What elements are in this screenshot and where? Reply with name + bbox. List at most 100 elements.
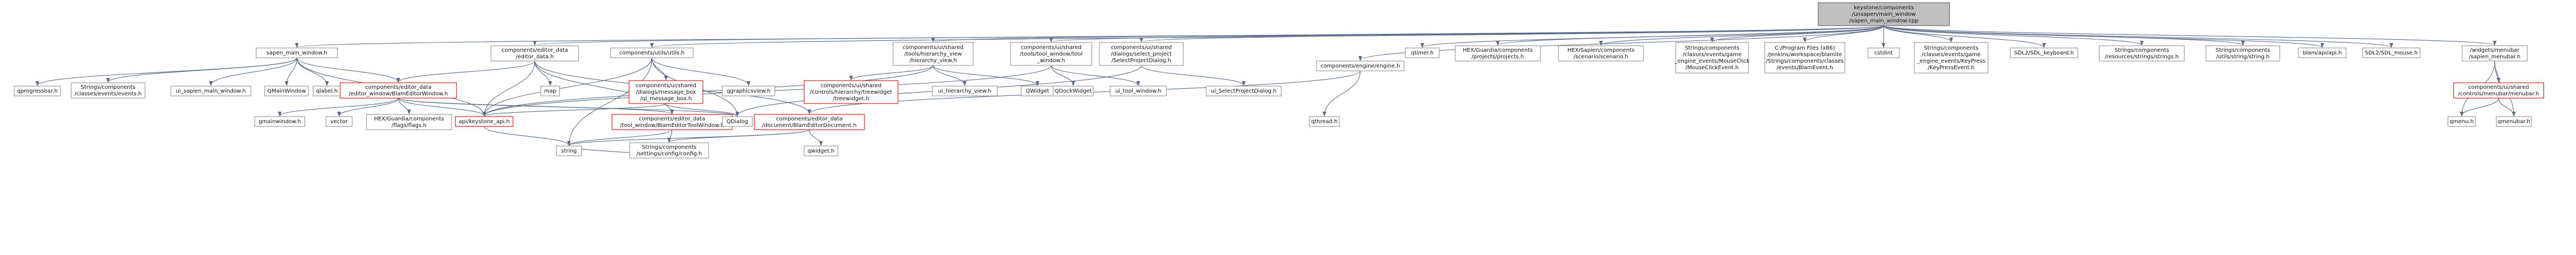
edge-utils_h-to-keystone_api xyxy=(482,57,652,117)
node-qmenu[interactable]: qmenu.h xyxy=(2447,116,2476,127)
edge-root-to-sdl_mouse xyxy=(1883,25,2393,48)
node-label-line: vector xyxy=(330,119,348,125)
node-qlabel[interactable]: qlabel.h xyxy=(312,86,341,96)
node-box xyxy=(931,86,998,96)
node-qmainwindow[interactable]: QMainWindow xyxy=(264,86,309,96)
edge-blam_editor_win-to-vector xyxy=(337,98,399,117)
node-qwidget[interactable]: QWidget xyxy=(1021,86,1054,96)
node-blam-api[interactable]: blam/api/api.h xyxy=(2298,47,2346,58)
node-label-line: qgraphicsview.h xyxy=(727,88,771,94)
node-ui-tool-win[interactable]: ui_tool_window.h xyxy=(1109,86,1167,96)
node-msg-box[interactable]: components/ui/shared/dialogs/message_box… xyxy=(628,80,703,104)
node-qdockwidget[interactable]: QDockWidget xyxy=(1053,86,1094,96)
edge-blam_editor_win-to-gmainwindow xyxy=(277,98,399,117)
node-mouse-click[interactable]: Strings/components/classes/events/game_e… xyxy=(1674,42,1750,74)
node-sdl-keyboard[interactable]: SDL2/SDL_keyboard.h xyxy=(2010,47,2078,58)
node-blam-tool-win[interactable]: components/editor_data/tool_window/BlamE… xyxy=(611,114,733,130)
node-ui-sel-proj[interactable]: ui_SelectProjectDialog.h xyxy=(1206,86,1282,96)
node-config-h[interactable]: Strings/components/settings/config/confi… xyxy=(629,142,709,159)
node-label-line: /dialogs/select_project xyxy=(1111,51,1172,57)
node-hier-view[interactable]: components/ui/shared/tools/hierarchy_vie… xyxy=(892,42,974,66)
node-label-line: qthread.h xyxy=(1311,119,1338,125)
edge-engine_h-to-qthread xyxy=(1322,70,1361,117)
node-box xyxy=(2453,82,2544,99)
node-label-line: ui_hierarchy_view.h xyxy=(938,88,991,94)
node-box xyxy=(753,114,865,130)
node-label-line: qtimer.h xyxy=(1411,50,1434,56)
node-label-line: /settings/config/config.h xyxy=(637,151,702,157)
node-blam-doc[interactable]: components/editor_data/document/BlamEdit… xyxy=(753,114,865,130)
node-smw-h[interactable]: sapen_main_window.h xyxy=(256,47,338,58)
node-label-line: /resources/strings/strings.h xyxy=(2105,54,2179,60)
node-label-line: _engine_events/MouseClick xyxy=(1674,58,1750,64)
node-key-press[interactable]: Strings/components/classes/events/game_e… xyxy=(1913,42,1988,74)
node-blam-event[interactable]: C:/Program Files (x86)/Jenkins/workspace… xyxy=(1764,42,1845,74)
node-qwidget-h[interactable]: qwidget.h xyxy=(804,145,838,156)
node-label-line: /document/BlamEditorDocument.h xyxy=(762,123,857,129)
node-cstdint[interactable]: cstdint xyxy=(1867,47,1900,58)
node-label-line: keystone/components xyxy=(1854,5,1914,11)
edge-hier_view-to-ui_hier xyxy=(932,65,967,86)
node-box xyxy=(892,42,974,66)
node-label-line: /controls/menubar/menubar.h xyxy=(2458,91,2539,97)
edge-root-to-strings_res xyxy=(1883,25,2144,46)
edge-hier_view-to-treewidget xyxy=(849,65,934,81)
node-label-line: QDockWidget xyxy=(1055,88,1092,94)
node-tool-window[interactable]: components/ui/shared/tools/tool_window/t… xyxy=(1010,42,1092,66)
node-label-line: /scenario/scenario.h xyxy=(1573,54,1628,60)
node-map[interactable]: map xyxy=(540,86,560,96)
node-label-line: ui_sapien_main_window.h xyxy=(176,88,246,94)
edge-menubar_shared-to-qmenubar xyxy=(2498,98,2516,117)
node-sdl-mouse[interactable]: SDL2/SDL_mouse.h xyxy=(2362,47,2420,58)
node-menubar-h[interactable]: /widgets/menubar/sapien_menubar.h xyxy=(2462,45,2528,62)
node-label-line: qmenubar.h xyxy=(2498,119,2530,125)
node-ui-hier[interactable]: ui_hierarchy_view.h xyxy=(931,86,998,96)
node-label-line: /editor_data.h xyxy=(516,54,554,60)
node-engine-h[interactable]: components/engine/engine.h xyxy=(1316,60,1405,71)
edge-root-to-mouse_click xyxy=(1710,25,1885,42)
node-box xyxy=(254,116,305,127)
node-ui-smw[interactable]: ui_sapien_main_window.h xyxy=(170,86,251,96)
node-utils-h[interactable]: components/utils/utils.h xyxy=(610,47,694,58)
node-box xyxy=(804,145,838,156)
node-qtimer[interactable]: qtimer.h xyxy=(1405,47,1440,58)
node-vector[interactable]: vector xyxy=(325,116,353,127)
node-qgraphicsview[interactable]: qgraphicsview.h xyxy=(722,86,775,96)
node-string[interactable]: string xyxy=(556,145,582,156)
node-label-line: SDL2/SDL_mouse.h xyxy=(2365,50,2418,56)
node-label-line: cstdint xyxy=(1874,50,1893,56)
node-qmenubar[interactable]: qmenubar.h xyxy=(2495,116,2532,127)
node-events-h[interactable]: Strings/components/classes/events/events… xyxy=(71,82,146,99)
node-label-line: qlabel.h xyxy=(316,88,338,94)
node-qthread[interactable]: qthread.h xyxy=(1309,116,1340,127)
node-box xyxy=(611,114,733,130)
node-box xyxy=(2495,116,2532,127)
node-scenario-h[interactable]: HEX/Sapien/components/scenario/scenario.… xyxy=(1558,45,1644,62)
node-label-line: components/ui/shared xyxy=(2468,84,2529,90)
node-hex-flags[interactable]: HEX/Guardia/components/flags/flags.h xyxy=(366,114,452,130)
edge-blam_editor_win-to-hex_flags xyxy=(398,98,411,114)
node-keystone-api[interactable]: api/keystone_api.h xyxy=(455,116,514,127)
node-box xyxy=(1206,86,1282,96)
node-qprogressbar[interactable]: qprogressbar.h xyxy=(14,86,61,96)
node-sel-proj[interactable]: components/ui/shared/dialogs/select_proj… xyxy=(1099,42,1184,66)
node-menubar-shared[interactable]: components/ui/shared/controls/menubar/me… xyxy=(2453,82,2544,99)
node-label-line: components/ui/shared xyxy=(1021,45,1082,51)
node-strings-res[interactable]: Strings/components/resources/strings/str… xyxy=(2099,45,2185,62)
node-label-line: /flags/flags.h xyxy=(392,123,427,129)
node-projects-h[interactable]: HEX/Guardia/components/projects/projects… xyxy=(1455,45,1541,62)
node-gmainwindow[interactable]: gmainwindow.h xyxy=(254,116,305,127)
edge-smw_h-to-ui_smw xyxy=(209,57,298,86)
node-root[interactable]: keystone/components/unsapen/main_window/… xyxy=(1818,2,1950,26)
node-blam-editor-win[interactable]: components/editor_data/editor_window/Bla… xyxy=(339,82,457,99)
node-box xyxy=(490,45,579,62)
node-label-line: Strings/components xyxy=(2115,47,2169,53)
node-utils-string[interactable]: Strings/components/utils/string/string.h xyxy=(2206,45,2281,62)
node-treewidget[interactable]: components/ui/shared/controls/hierarchy/… xyxy=(804,80,899,104)
node-qdialog[interactable]: QDialog xyxy=(722,116,753,127)
edge-smw_h-to-blam_editor_win xyxy=(296,57,400,83)
node-box xyxy=(71,82,146,99)
node-label-line: components/editor_data xyxy=(502,47,568,53)
node-ed-data[interactable]: components/editor_data/editor_data.h xyxy=(490,45,579,62)
